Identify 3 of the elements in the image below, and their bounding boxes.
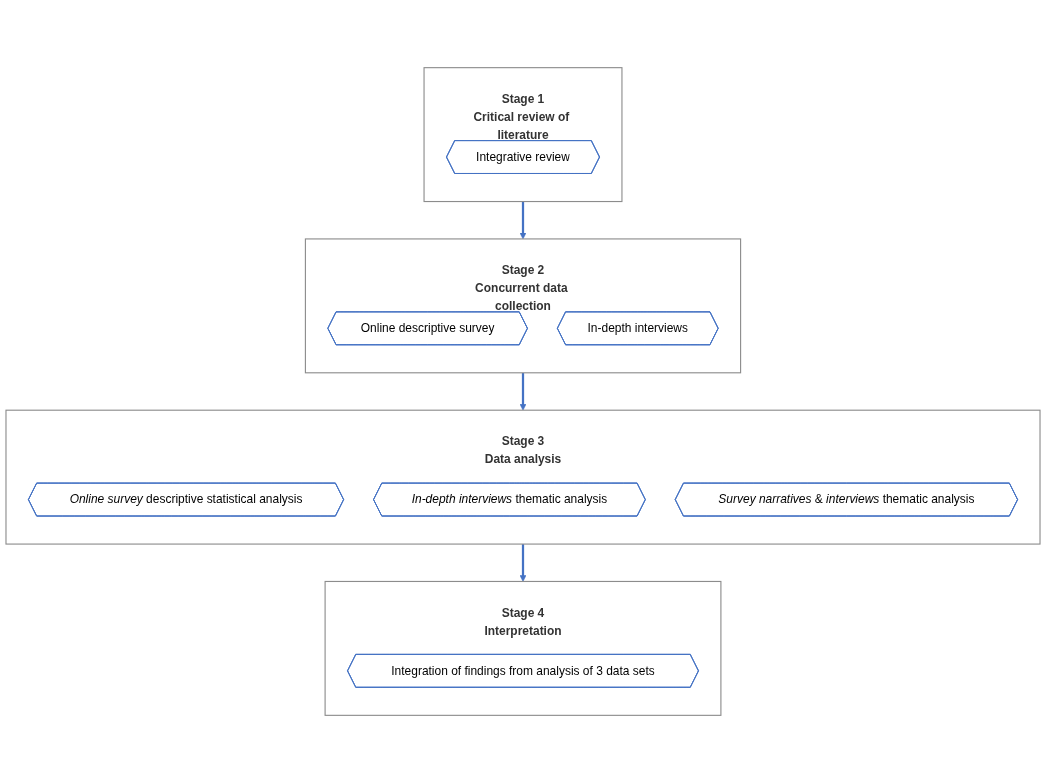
arrow [519, 201, 527, 240]
arrow [519, 544, 527, 582]
arrow [519, 372, 527, 411]
